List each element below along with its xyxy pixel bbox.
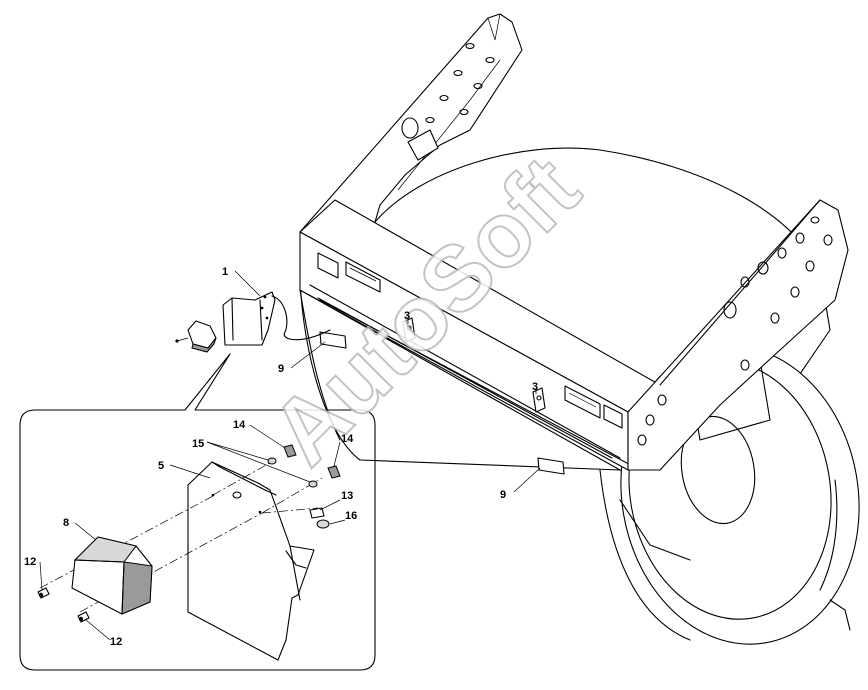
callout-8: 8 bbox=[63, 517, 69, 529]
callout-3-left: 3 bbox=[404, 310, 410, 322]
leader-lines bbox=[39, 270, 541, 641]
front-plate-holes bbox=[637, 216, 833, 446]
detail-view bbox=[19, 353, 376, 671]
callout-5: 5 bbox=[158, 460, 164, 472]
callout-9-upper: 9 bbox=[278, 363, 284, 375]
callout-9-lower: 9 bbox=[500, 489, 506, 501]
washer-lower bbox=[308, 480, 318, 488]
callout-13: 13 bbox=[341, 490, 353, 502]
beam-slots bbox=[317, 252, 641, 471]
callout-labels: 1 3 3 9 9 14 14 15 5 13 16 8 12 12 bbox=[24, 266, 538, 648]
callout-3-right: 3 bbox=[532, 381, 538, 393]
nut-lower bbox=[327, 465, 341, 479]
callout-12-left: 12 bbox=[24, 556, 36, 568]
washer-upper bbox=[267, 457, 277, 465]
callout-14-lower: 14 bbox=[341, 433, 354, 445]
reflector-plate-lower bbox=[537, 457, 565, 475]
rear-plate-holes bbox=[401, 42, 495, 161]
callout-14-upper: 14 bbox=[233, 419, 246, 431]
lamp-cable bbox=[271, 295, 331, 341]
reflector-plate-upper bbox=[319, 331, 347, 349]
bracket-plate bbox=[187, 461, 315, 661]
detail-frame bbox=[19, 353, 376, 671]
callout-12-bottom: 12 bbox=[110, 636, 122, 648]
callout-1: 1 bbox=[222, 266, 228, 278]
front-frame-plate bbox=[627, 199, 849, 471]
callout-16: 16 bbox=[345, 510, 357, 522]
roller-drum-assembly bbox=[299, 13, 860, 645]
rear-frame-plate bbox=[299, 13, 523, 233]
spacer-washer bbox=[316, 519, 330, 529]
lamp-assembly-mounted bbox=[175, 291, 331, 353]
grommet bbox=[309, 507, 325, 519]
callout-15: 15 bbox=[192, 438, 204, 450]
nut-upper bbox=[283, 444, 297, 458]
